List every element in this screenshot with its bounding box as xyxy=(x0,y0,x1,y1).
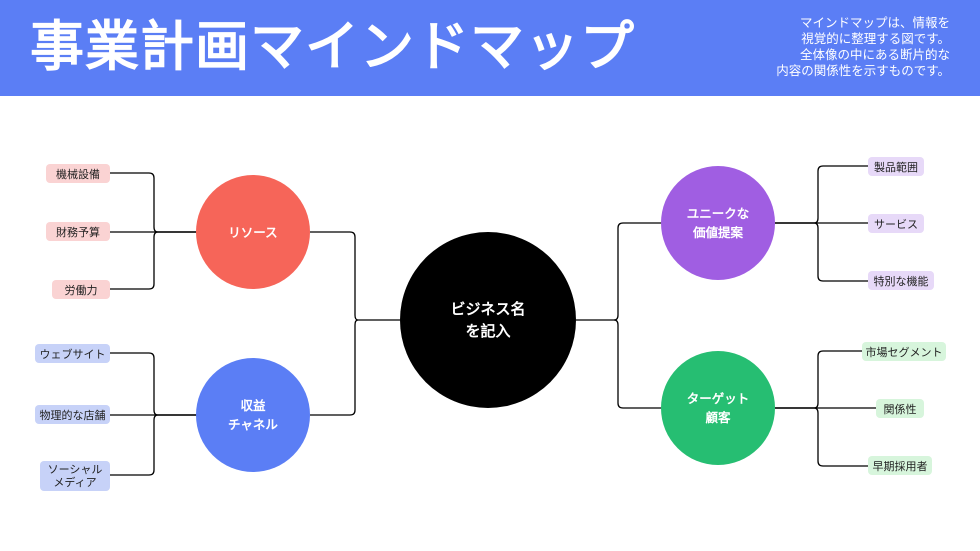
node-value-proposition: ユニークな 価値提案 xyxy=(661,166,775,280)
description-line: 視覚的に整理する図です。 xyxy=(801,31,950,46)
leaf-tag: 財務予算 xyxy=(46,222,110,241)
connector-resources-leaves xyxy=(110,231,198,290)
connector-value-leaves xyxy=(775,222,868,282)
leaf-label: 財務予算 xyxy=(56,225,100,239)
header-banner: 事業計画マインドマップ マインドマップは、情報を 視覚的に整理する図です。 全体… xyxy=(0,0,980,96)
description-text: マインドマップは、情報を 視覚的に整理する図です。 全体像の中にある断片的な 内… xyxy=(670,15,950,79)
description-line: 内容の関係性を示すものです。 xyxy=(776,63,950,78)
leaf-label: 早期採用者 xyxy=(872,459,928,473)
description-line: マインドマップは、情報を xyxy=(799,15,950,30)
node-label: 顧客 xyxy=(705,410,731,425)
leaf-tag: 関係性 xyxy=(876,399,924,418)
connector-value-leaves xyxy=(775,165,868,224)
connector-left-trunk xyxy=(310,231,359,321)
node-label: ターゲット xyxy=(686,391,750,406)
leaf-tag: サービス xyxy=(868,214,924,233)
leaf-label: ソーシャル xyxy=(47,463,103,476)
leaf-label: 機械設備 xyxy=(56,167,100,181)
leaf-label: サービス xyxy=(874,217,918,231)
page-title: 事業計画マインドマップ xyxy=(30,15,635,78)
leaf-label: 特別な機能 xyxy=(873,274,929,288)
node-label: リソース xyxy=(228,224,278,240)
center-label: ビジネス名 xyxy=(450,300,526,318)
leaf-label: 物理的な店舗 xyxy=(39,408,106,422)
leaf-label: 関係性 xyxy=(883,402,917,416)
node-target-customer: ターゲット 顧客 xyxy=(661,351,775,465)
node-resources: リソース xyxy=(196,175,310,289)
leaf-label: 製品範囲 xyxy=(874,160,918,174)
connector-customer-leaves xyxy=(775,407,868,467)
connector-left-trunk xyxy=(310,319,359,416)
node-revenue: 収益 チャネル xyxy=(196,358,310,472)
leaf-tag: 市場セグメント xyxy=(862,342,946,361)
node-label: チャネル xyxy=(228,417,278,432)
connector-right-trunk xyxy=(613,222,662,321)
leaf-tag: ソーシャル メディア xyxy=(40,461,110,491)
connector-right-trunk xyxy=(613,319,662,409)
connector-customer-leaves xyxy=(775,350,862,409)
leaf-tag: 労働力 xyxy=(52,280,110,299)
center-label: を記入 xyxy=(465,322,511,340)
leaf-tag: 物理的な店舗 xyxy=(35,405,110,424)
connector-revenue-leaves xyxy=(110,352,198,416)
leaf-label: ウェブサイト xyxy=(39,347,106,361)
node-label: 価値提案 xyxy=(692,225,743,240)
connector-resources-leaves xyxy=(110,172,198,233)
connector-revenue-leaves xyxy=(110,414,198,476)
leaf-label: 労働力 xyxy=(64,283,98,297)
leaf-label: 市場セグメント xyxy=(865,345,943,359)
leaf-tag: 機械設備 xyxy=(46,164,110,183)
leaf-tag: 早期採用者 xyxy=(868,456,932,475)
center-node: ビジネス名 を記入 xyxy=(400,232,576,408)
leaf-tag: ウェブサイト xyxy=(35,344,110,363)
node-label: ユニークな xyxy=(686,206,750,221)
node-label: 収益 xyxy=(240,398,266,413)
description-line: 全体像の中にある断片的な xyxy=(799,47,950,62)
leaf-label: メディア xyxy=(53,476,97,489)
leaf-tag: 特別な機能 xyxy=(868,271,934,290)
leaf-tag: 製品範囲 xyxy=(868,157,924,176)
